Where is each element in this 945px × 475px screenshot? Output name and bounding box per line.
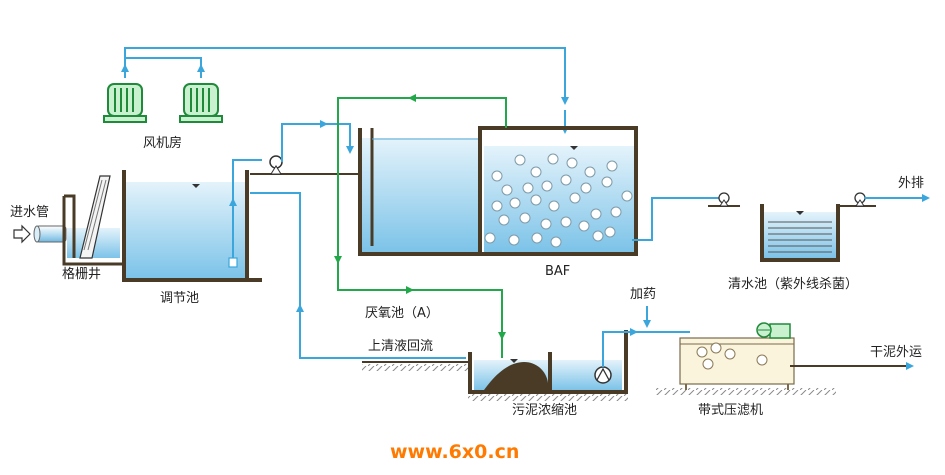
dosing-label: 加药 bbox=[630, 287, 656, 302]
anoxic-tank-label: 厌氧池（A） bbox=[365, 306, 439, 321]
nitrate-return-line bbox=[334, 94, 507, 358]
supernatant-return-label: 上清液回流 bbox=[368, 339, 433, 354]
equalization-tank-label: 调节池 bbox=[160, 291, 199, 306]
supernatant-return-line: 上清液回流 bbox=[250, 192, 472, 363]
sludge-thickener-label: 污泥浓缩池 bbox=[512, 402, 577, 418]
clear-water-tank-label: 清水池（紫外线杀菌） bbox=[728, 277, 858, 292]
screen-well: 进水管 格栅井 bbox=[10, 170, 126, 282]
ground bbox=[362, 364, 472, 371]
belt-filter-press: 干泥外运 带式压滤机 bbox=[679, 322, 922, 418]
dry-sludge-out-label: 干泥外运 bbox=[870, 345, 922, 360]
blower-room-label: 风机房 bbox=[143, 135, 182, 151]
baf-tank: BAF bbox=[478, 126, 638, 279]
anoxic-tank: 厌氧池（A） bbox=[358, 128, 480, 321]
screen-well-label: 格栅井 bbox=[62, 266, 101, 282]
inlet-pipe-label: 进水管 bbox=[10, 205, 49, 220]
blower-2-icon bbox=[179, 83, 223, 123]
baf-outlet-line bbox=[632, 194, 730, 241]
blower-1-icon bbox=[103, 83, 147, 123]
baf-label: BAF bbox=[545, 264, 570, 279]
inlet-arrow-icon bbox=[13, 224, 31, 244]
motor-icon bbox=[756, 322, 791, 339]
discharge-label: 外排 bbox=[898, 176, 924, 191]
clear-water-tank: 外排 清水池（紫外线杀菌） bbox=[708, 176, 930, 292]
dosing-point: 加药 bbox=[630, 287, 656, 328]
watermark: www.6x0.cn bbox=[390, 441, 519, 463]
blower-room: 风机房 bbox=[103, 47, 565, 151]
lift-pump bbox=[250, 120, 360, 175]
filter-media-icon bbox=[484, 153, 633, 248]
uv-lamp-icon bbox=[768, 221, 832, 253]
sludge-thickener: 污泥浓缩池 bbox=[468, 328, 690, 418]
belt-filter-press-label: 带式压滤机 bbox=[698, 403, 763, 418]
equalization-tank: 调节池 bbox=[122, 159, 262, 306]
